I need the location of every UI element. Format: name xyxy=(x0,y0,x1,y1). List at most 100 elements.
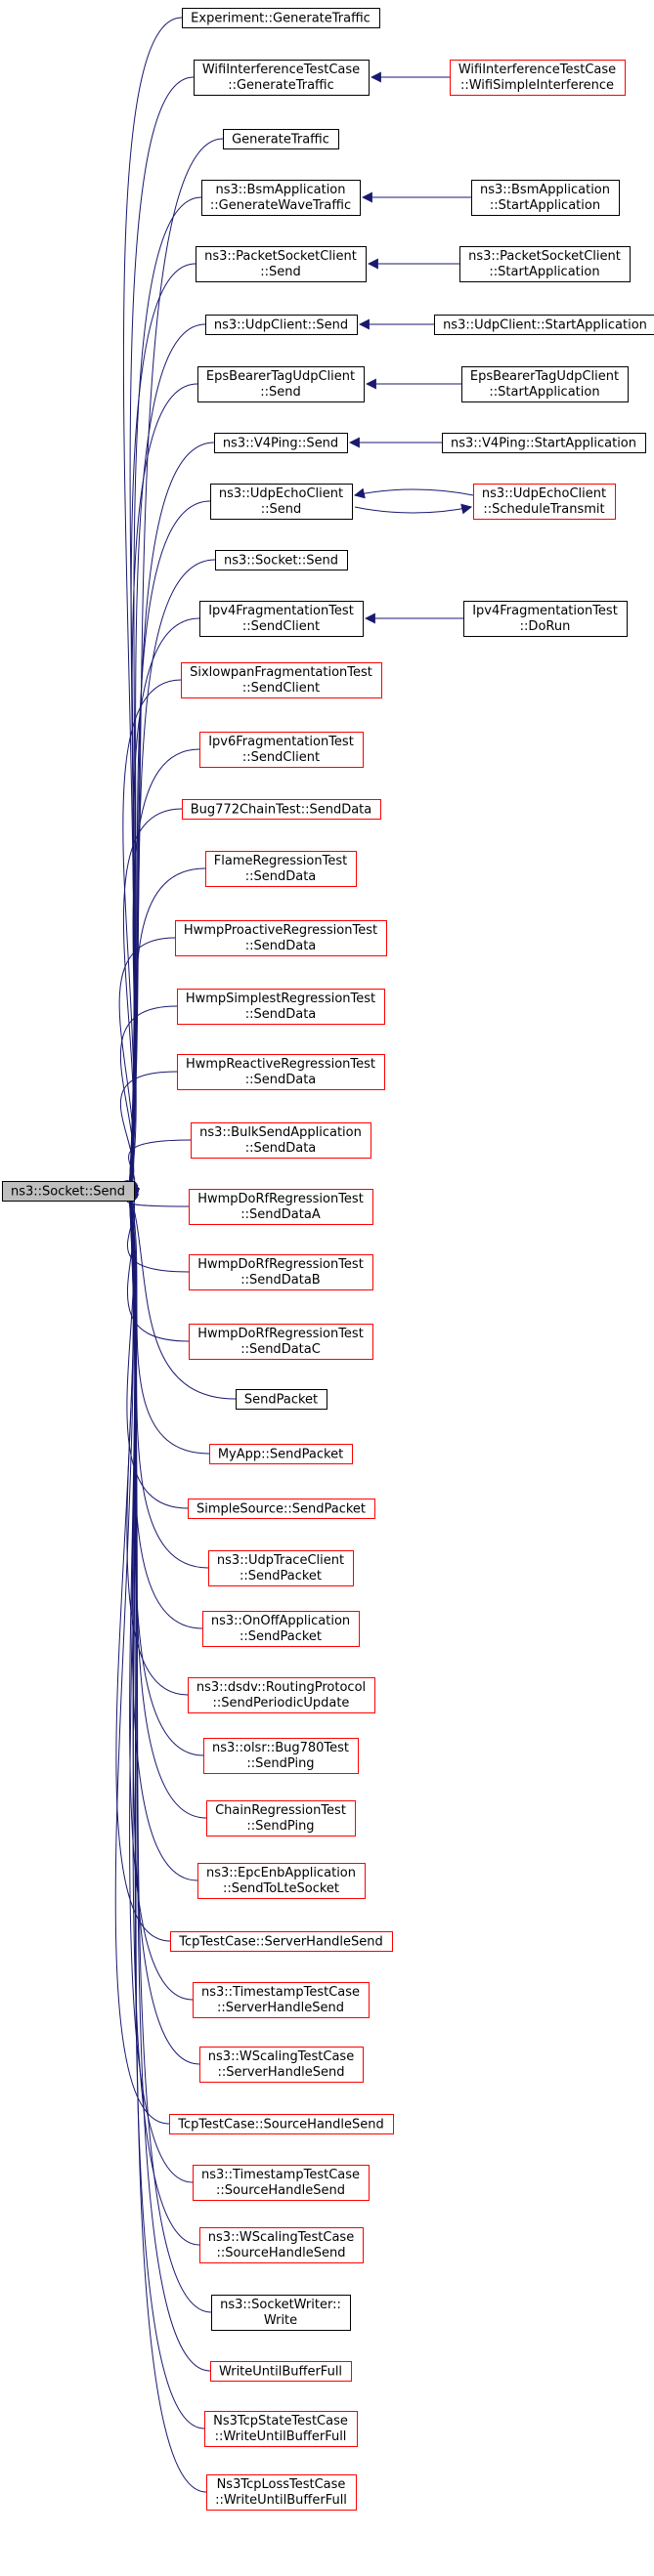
graph-node-m08[interactable]: ns3::V4Ping::StartApplication xyxy=(442,433,646,453)
node-box xyxy=(193,2165,370,2201)
graph-node-n01[interactable]: Experiment::GenerateTraffic xyxy=(182,8,380,28)
graph-node-n28[interactable]: ns3::dsdv::RoutingProtocol::SendPeriodic… xyxy=(188,1677,375,1713)
node-box xyxy=(205,851,357,887)
node-label: SixlowpanFragmentationTest xyxy=(190,665,372,680)
graph-node-n35[interactable]: TcpTestCase::SourceHandleSend xyxy=(169,2114,394,2134)
graph-node-n05[interactable]: ns3::PacketSocketClient::Send xyxy=(196,246,367,282)
graph-node-n10[interactable]: ns3::Socket::Send xyxy=(215,550,348,570)
node-label: Ipv4FragmentationTest xyxy=(472,604,618,618)
graph-node-n22[interactable]: HwmpDoRfRegressionTest::SendDataC xyxy=(189,1324,373,1360)
graph-node-n04[interactable]: ns3::BsmApplication::GenerateWaveTraffic xyxy=(201,180,361,216)
node-label: ::SendData xyxy=(245,1073,317,1087)
root-node[interactable]: ns3::Socket::Send xyxy=(2,1181,135,1202)
graph-node-n20[interactable]: HwmpDoRfRegressionTest::SendDataA xyxy=(189,1189,373,1225)
graph-node-n18[interactable]: HwmpReactiveRegressionTest::SendData xyxy=(177,1054,385,1090)
node-box xyxy=(189,1254,373,1290)
node-label: WifiInterferenceTestCase xyxy=(202,63,360,77)
node-box xyxy=(204,2411,358,2447)
graph-node-m02[interactable]: WifiInterferenceTestCase::WifiSimpleInte… xyxy=(450,60,626,96)
node-box xyxy=(473,484,616,520)
node-label: ::SendDataB xyxy=(240,1273,320,1288)
node-box xyxy=(175,920,387,956)
node-label: Write xyxy=(264,2313,297,2328)
graph-node-n24[interactable]: MyApp::SendPacket xyxy=(209,1444,353,1464)
node-label: ::Send xyxy=(260,385,301,400)
node-label: ns3::OnOffApplication xyxy=(211,1614,350,1628)
node-label: ns3::EpcEnbApplication xyxy=(206,1866,356,1880)
graph-node-n12[interactable]: SixlowpanFragmentationTest::SendClient xyxy=(181,662,382,698)
graph-node-m07[interactable]: EpsBearerTagUdpClient::StartApplication xyxy=(461,366,629,402)
node-label: ns3::WScalingTestCase xyxy=(208,2230,354,2245)
graph-node-n29[interactable]: ns3::olsr::Bug780Test::SendPing xyxy=(203,1738,359,1774)
graph-node-n02[interactable]: WifiInterferenceTestCase::GenerateTraffi… xyxy=(194,60,370,96)
graph-node-n41[interactable]: Ns3TcpLossTestCase::WriteUntilBufferFull xyxy=(206,2474,357,2511)
node-box xyxy=(182,8,380,28)
graph-node-n25[interactable]: SimpleSource::SendPacket xyxy=(188,1499,375,1519)
graph-node-n09[interactable]: ns3::UdpEchoClient::Send xyxy=(210,484,353,520)
node-box xyxy=(210,2361,352,2382)
edge-n01-to-root xyxy=(122,17,183,1193)
graph-node-n03[interactable]: GenerateTraffic xyxy=(223,129,339,149)
edge-n22-to-root xyxy=(127,1190,190,1342)
graph-node-m05[interactable]: ns3::PacketSocketClient::StartApplicatio… xyxy=(459,246,631,282)
node-label: HwmpDoRfRegressionTest xyxy=(197,1192,364,1206)
graph-node-n34[interactable]: ns3::WScalingTestCase::ServerHandleSend xyxy=(199,2047,364,2083)
graph-node-n15[interactable]: FlameRegressionTest::SendData xyxy=(205,851,357,887)
node-box xyxy=(197,1863,366,1899)
graph-node-n13[interactable]: Ipv6FragmentationTest::SendClient xyxy=(199,732,364,768)
edge-n09-to-m09 xyxy=(354,503,473,515)
graph-node-n37[interactable]: ns3::WScalingTestCase::SourceHandleSend xyxy=(199,2227,364,2263)
graph-node-n19[interactable]: ns3::BulkSendApplication::SendData xyxy=(191,1122,371,1159)
node-label: ::SendToLteSocket xyxy=(223,1881,339,1896)
node-label: Ipv6FragmentationTest xyxy=(208,735,354,749)
node-box xyxy=(193,1982,370,2018)
graph-node-n17[interactable]: HwmpSimplestRegressionTest::SendData xyxy=(177,989,385,1025)
node-box xyxy=(206,2474,357,2511)
node-label: ::SourceHandleSend xyxy=(216,2183,345,2198)
edge-n19-to-root xyxy=(128,1139,192,1192)
graph-node-m11[interactable]: Ipv4FragmentationTest::DoRun xyxy=(463,601,628,637)
edge-n21-to-root xyxy=(127,1190,190,1273)
node-label: ::StartApplication xyxy=(489,265,599,279)
edge-n15-to-root xyxy=(125,867,206,1193)
node-label: HwmpSimplestRegressionTest xyxy=(186,992,375,1006)
edge-n13-to-root xyxy=(125,748,200,1193)
node-label: ::SendClient xyxy=(242,619,320,634)
graph-node-n07[interactable]: EpsBearerTagUdpClient::Send xyxy=(197,366,365,402)
node-box xyxy=(215,550,348,570)
node-label: ::SendData xyxy=(245,869,317,884)
graph-node-n06[interactable]: ns3::UdpClient::Send xyxy=(205,315,358,335)
node-label: HwmpReactiveRegressionTest xyxy=(186,1057,375,1072)
node-box xyxy=(189,1324,373,1360)
node-label: ::SendPacket xyxy=(240,1629,322,1644)
graph-node-n16[interactable]: HwmpProactiveRegressionTest::SendData xyxy=(175,920,387,956)
graph-node-n36[interactable]: ns3::TimestampTestCase::SourceHandleSend xyxy=(193,2165,370,2201)
graph-node-n38[interactable]: ns3::SocketWriter::Write xyxy=(211,2295,351,2331)
node-label: ns3::V4Ping::Send xyxy=(223,437,338,451)
graph-node-n27[interactable]: ns3::OnOffApplication::SendPacket xyxy=(202,1611,360,1647)
edge-n32-to-root xyxy=(115,1189,171,1942)
node-box xyxy=(208,1550,354,1586)
graph-node-n08[interactable]: ns3::V4Ping::Send xyxy=(214,433,348,453)
edge-n14-to-root xyxy=(122,808,183,1193)
graph-node-n40[interactable]: Ns3TcpStateTestCase::WriteUntilBufferFul… xyxy=(204,2411,358,2447)
graph-node-n11[interactable]: Ipv4FragmentationTest::SendClient xyxy=(199,601,364,637)
graph-node-n33[interactable]: ns3::TimestampTestCase::ServerHandleSend xyxy=(193,1982,370,2018)
node-label: EpsBearerTagUdpClient xyxy=(470,369,619,384)
node-box xyxy=(199,2047,364,2083)
node-label: ::ServerHandleSend xyxy=(218,2065,345,2080)
graph-node-m09[interactable]: ns3::UdpEchoClient::ScheduleTransmit xyxy=(473,484,616,520)
graph-node-n39[interactable]: WriteUntilBufferFull xyxy=(210,2361,352,2382)
graph-node-n31[interactable]: ns3::EpcEnbApplication::SendToLteSocket xyxy=(197,1863,366,1899)
graph-node-n14[interactable]: Bug772ChainTest::SendData xyxy=(182,799,381,820)
graph-node-n32[interactable]: TcpTestCase::ServerHandleSend xyxy=(170,1931,393,1952)
node-box xyxy=(2,1181,135,1202)
graph-node-n21[interactable]: HwmpDoRfRegressionTest::SendDataB xyxy=(189,1254,373,1290)
graph-node-n23[interactable]: SendPacket xyxy=(236,1389,327,1410)
graph-node-m06[interactable]: ns3::UdpClient::StartApplication xyxy=(434,315,654,335)
nodes: ns3::Socket::Send Experiment::GenerateTra… xyxy=(2,8,654,2511)
graph-node-m04[interactable]: ns3::BsmApplication::StartApplication xyxy=(471,180,620,216)
node-label: ns3::olsr::Bug780Test xyxy=(212,1741,349,1755)
graph-node-n26[interactable]: ns3::UdpTraceClient::SendPacket xyxy=(208,1550,354,1586)
graph-node-n30[interactable]: ChainRegressionTest::SendPing xyxy=(206,1800,356,1837)
